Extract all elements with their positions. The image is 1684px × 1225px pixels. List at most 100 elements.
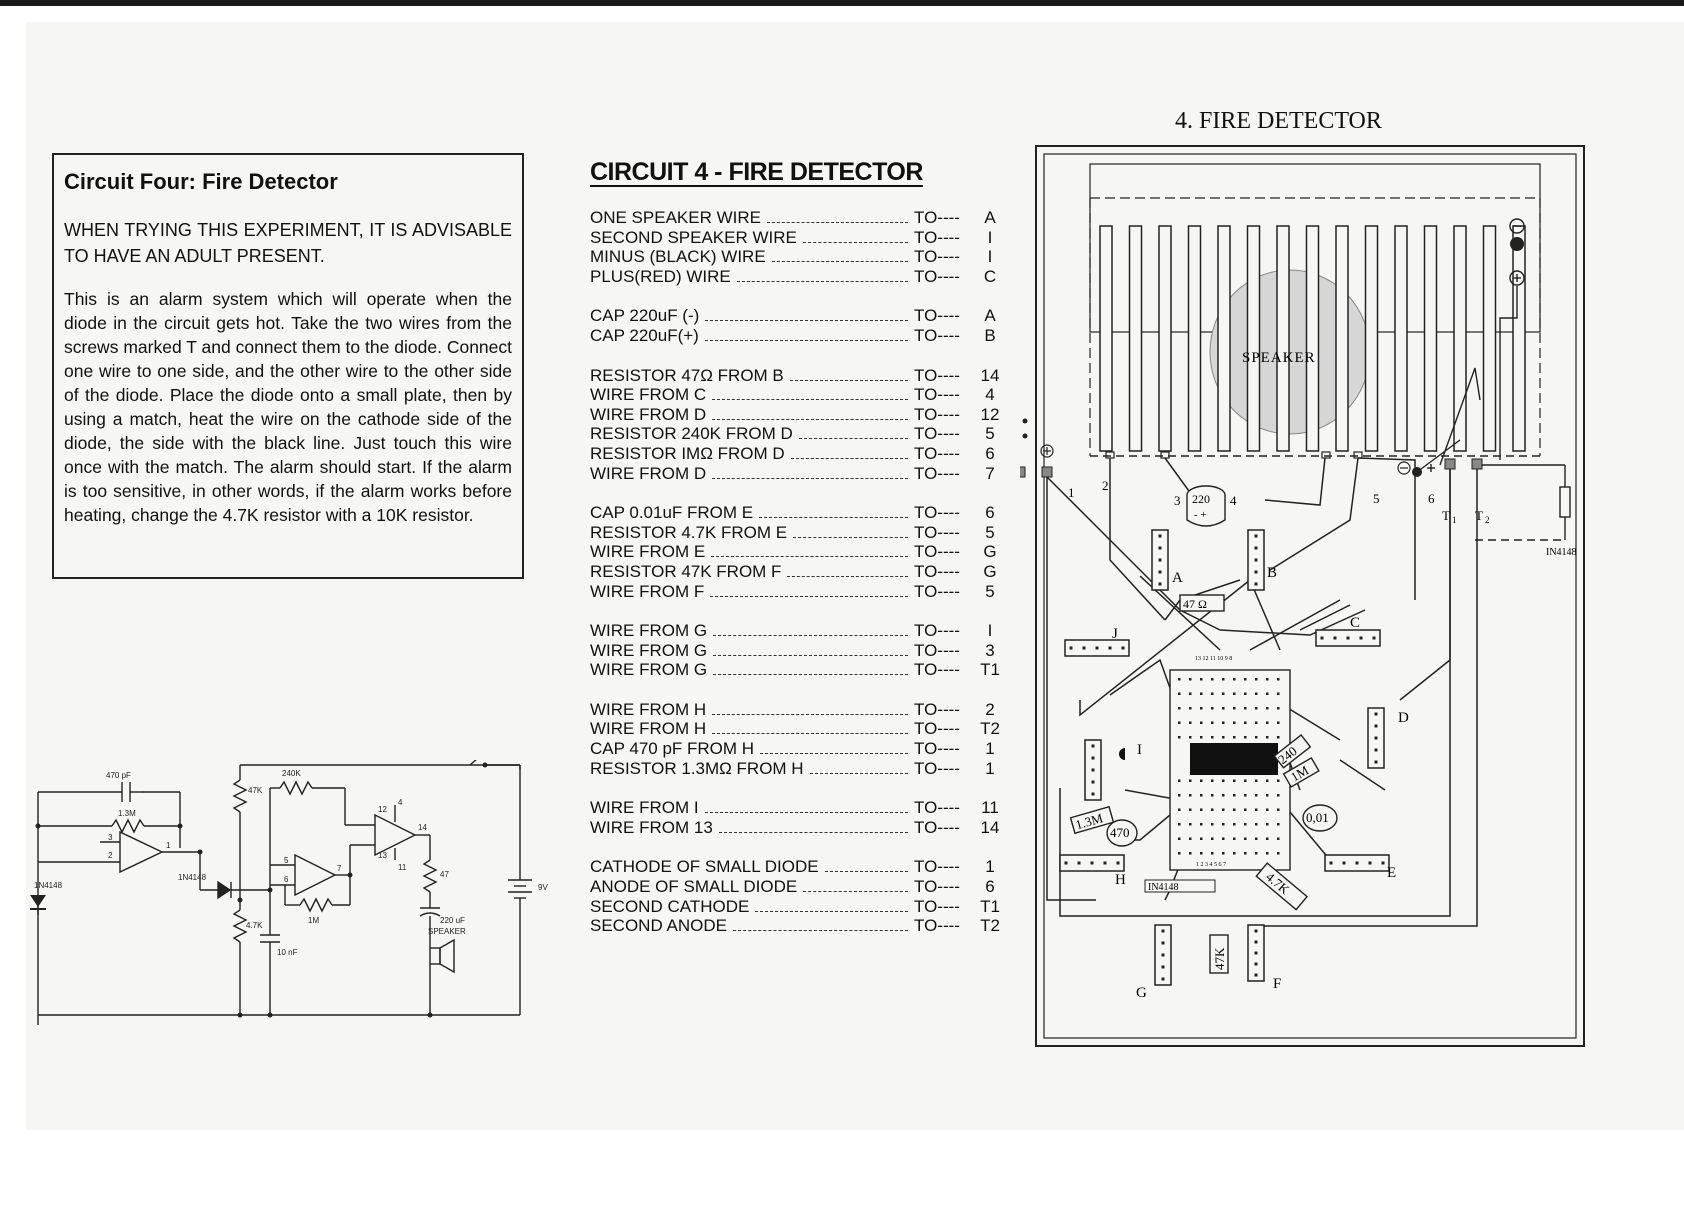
breadboard-hole [1255,678,1258,681]
leader-dots [789,379,908,381]
wiring-target: 1 [985,758,995,778]
label-r47k: 47K [248,786,263,795]
strip-hole [1091,768,1095,772]
breadboard-hole [1222,779,1225,782]
breadboard-hole [1244,837,1247,840]
leader-dots [711,555,908,558]
strip-hole [1158,582,1162,586]
strip-hole [1077,861,1081,865]
breadboard-hole [1200,852,1203,855]
strip-hole [1161,941,1165,945]
wiring-to: TO---- [914,365,960,385]
wiring-label: CAP 470 pF FROM H [590,739,755,759]
wiring-to: TO---- [914,798,960,818]
breadboard-hole [1277,692,1280,695]
breadboard-hole [1189,837,1192,840]
wiring-to: TO---- [914,208,960,227]
info-box: Circuit Four: Fire Detector WHEN TRYING … [52,153,524,579]
label-diode-mid: 1N4148 [178,873,207,882]
strip-hole [1329,861,1333,865]
strip-hole [1346,636,1350,640]
breadboard-hole [1222,692,1225,695]
wiring-to: TO---- [914,404,960,424]
strip-hole [1254,962,1258,966]
ic-chip [1190,743,1278,775]
pin-label: 1 [166,841,171,850]
r47k-label: 47K [1212,947,1227,970]
wiring-label: WIRE FROM F [590,581,705,601]
breadboard-hole [1233,808,1236,811]
label-battery: 9V [538,883,548,892]
wiring-label: WIRE FROM D [590,404,707,424]
leader-dots [809,772,908,774]
speaker-fin [1512,225,1526,452]
breadboard-hole [1200,707,1203,710]
strip-hole [1342,861,1346,865]
strip-hole [1254,940,1258,944]
screw-number: 1 [1068,485,1075,500]
wiring-to: TO---- [914,443,960,463]
label-c470: 470 pF [106,771,131,780]
strip-hole [1091,780,1095,784]
wiring-target: T2 [980,916,1000,936]
c001-label: 0,01 [1306,810,1329,825]
leader-dots [710,595,908,597]
leader-dots [824,870,908,873]
wiring-label: RESISTOR 1.3MΩ FROM H [590,758,804,778]
letter-f: F [1273,976,1281,992]
wiring-label: PLUS(RED) WIRE [590,266,731,286]
wiring-to: TO---- [914,424,960,444]
wiring-target: 14 [980,817,1000,837]
wiring-target: T1 [980,896,1000,916]
wiring-label: RESISTOR 47K FROM F [590,561,782,581]
wiring-target: 1 [985,857,995,877]
breadboard-hole [1211,736,1214,739]
wiring-label: RESISTOR 47Ω FROM B [590,365,784,385]
breadboard-hole [1211,721,1214,724]
wiring-row: CAP 220uF(+)TO----B [590,326,1010,346]
screw-number: 4 [1230,493,1237,508]
breadboard-hole [1233,823,1236,826]
ic-bottom-pins: 1 2 3 4 5 6 7 [1196,862,1226,868]
breadboard-hole [1189,707,1192,710]
wiring-target: C [983,266,997,286]
wiring-to: TO---- [914,561,960,581]
breadboard-hole [1244,852,1247,855]
wiring-target: I [987,247,993,267]
wiring-to: TO---- [914,877,960,897]
breadboard-hole [1178,837,1181,840]
wiring-target: 14 [980,365,1000,385]
pin-label: 13 [378,851,387,860]
wiring-to: TO---- [914,817,960,837]
breadboard-hole [1233,736,1236,739]
breadboard-hole [1255,852,1258,855]
strip-hole [1374,724,1378,728]
breadboard-hole [1233,721,1236,724]
wiring-to: TO---- [914,306,960,326]
breadboard-hole [1255,721,1258,724]
breadboard-hole [1222,823,1225,826]
terminal-t1: T [1442,508,1450,523]
strip-hole [1121,646,1125,650]
strip-hole [1116,861,1120,865]
wiring-target: 6 [985,503,995,523]
wiring-to: TO---- [914,266,960,286]
cap220-label: 220 [1192,492,1210,506]
breadboard-hole [1277,736,1280,739]
strip-hole [1254,951,1258,955]
breadboard-hole [1266,736,1269,739]
strip-hole [1254,973,1258,977]
speaker-fin [1394,225,1408,452]
label-speaker: SPEAKER [428,927,466,936]
